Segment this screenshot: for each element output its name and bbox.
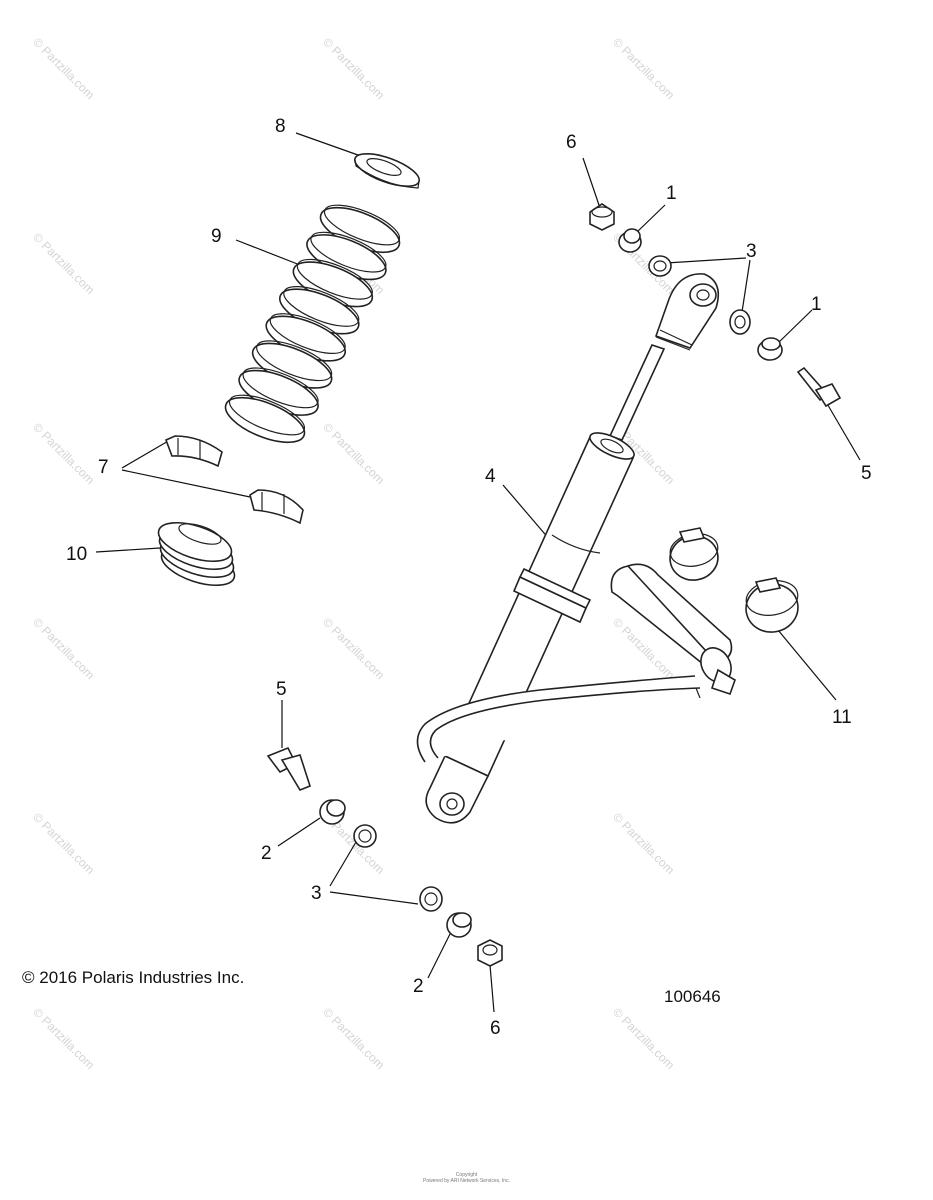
spring-coil-edge — [269, 313, 346, 354]
spring-coil — [224, 396, 306, 444]
spring-coil-edge — [323, 204, 401, 246]
callout-7: 7 — [98, 457, 109, 478]
copyright-text: © 2016 Polaris Industries Inc. — [22, 968, 245, 987]
callout-6-upper: 6 — [566, 132, 577, 153]
footer-line-1: Copyright — [455, 1172, 478, 1178]
callout-11: 11 — [832, 707, 852, 728]
spring-seat-parts — [164, 435, 304, 525]
callout-2-upper: 2 — [261, 843, 272, 864]
shock-absorber-part — [416, 273, 720, 824]
spring-coil-edge — [296, 258, 373, 300]
callout-10: 10 — [66, 544, 88, 565]
hose-clamp-parts — [669, 527, 799, 633]
leader-lines — [95, 132, 861, 1013]
upper-hardware-parts — [589, 203, 842, 408]
callout-5-lower: 5 — [276, 679, 287, 700]
spring-coil-edge — [256, 340, 333, 382]
callout-1-lower: 1 — [811, 294, 822, 315]
coil-spring-part — [224, 204, 401, 444]
footer-line-2: Powered by ARI Network Services, Inc. — [423, 1178, 510, 1184]
lower-hardware-parts — [266, 746, 503, 967]
callout-8: 8 — [275, 116, 286, 137]
callout-3-upper: 3 — [746, 241, 757, 262]
reservoir-part — [610, 563, 736, 699]
callout-3-lower: 3 — [311, 883, 322, 904]
spring-coil-edge — [283, 286, 360, 327]
figure-number: 100646 — [664, 987, 721, 1006]
callout-4: 4 — [485, 466, 496, 487]
page-footer: Copyright Powered by ARI Network Service… — [0, 1172, 933, 1184]
bump-stop-part — [157, 521, 236, 587]
callout-1-upper: 1 — [666, 183, 677, 204]
callout-9: 9 — [211, 226, 222, 247]
spring-coil-edge — [228, 394, 306, 436]
spring-retainer-part — [353, 153, 421, 189]
callout-5-upper: 5 — [861, 463, 872, 484]
callout-6-lower: 6 — [490, 1018, 501, 1039]
callout-2-lower: 2 — [413, 976, 424, 997]
spring-coil-edge — [242, 367, 319, 409]
spring-coil-edge — [310, 231, 387, 273]
